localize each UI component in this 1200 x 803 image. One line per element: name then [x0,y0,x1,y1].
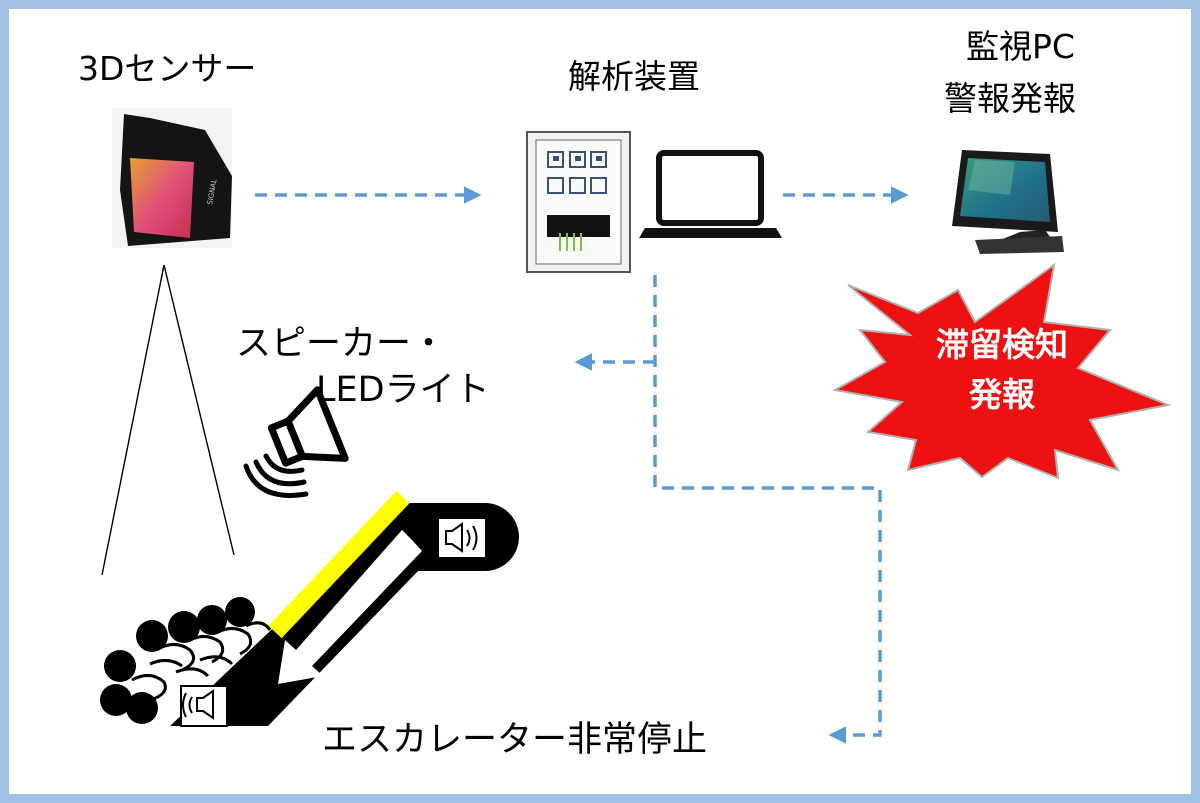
alert-text-line1: 滞留検知 [936,325,1068,364]
arrow-analyzer-down [653,275,882,744]
laptop-icon [639,150,782,238]
escalator-speaker-bottom-icon [180,685,228,727]
3d-sensor-device-icon: SIGNAL [112,108,232,248]
speaker-label-line1: スピーカー・ [236,324,447,364]
sensor-view-cone [101,264,235,576]
monitoring-pc-icon [952,150,1064,254]
escalator [170,490,519,727]
analysis-server-rack-icon [526,131,631,273]
alert-text-line2: 発報 [969,375,1035,414]
down-direction-arrow [278,530,422,684]
escalator-stop-label: エスカレーター非常停止 [322,720,708,760]
speaker-label-line2: LEDライト [316,370,490,410]
flow-arrows [255,186,909,744]
monitor-label-line1: 監視PC [966,27,1075,66]
escalator-speaker-top-icon [437,517,487,559]
analyzer-label: 解析装置 [568,57,700,96]
speaker-icon [243,386,349,498]
crowd-people-icon [100,597,272,724]
monitor-label-line2: 警報発報 [944,79,1076,118]
sensor-label: 3Dセンサー [78,49,257,88]
alert-burst [832,262,1172,480]
